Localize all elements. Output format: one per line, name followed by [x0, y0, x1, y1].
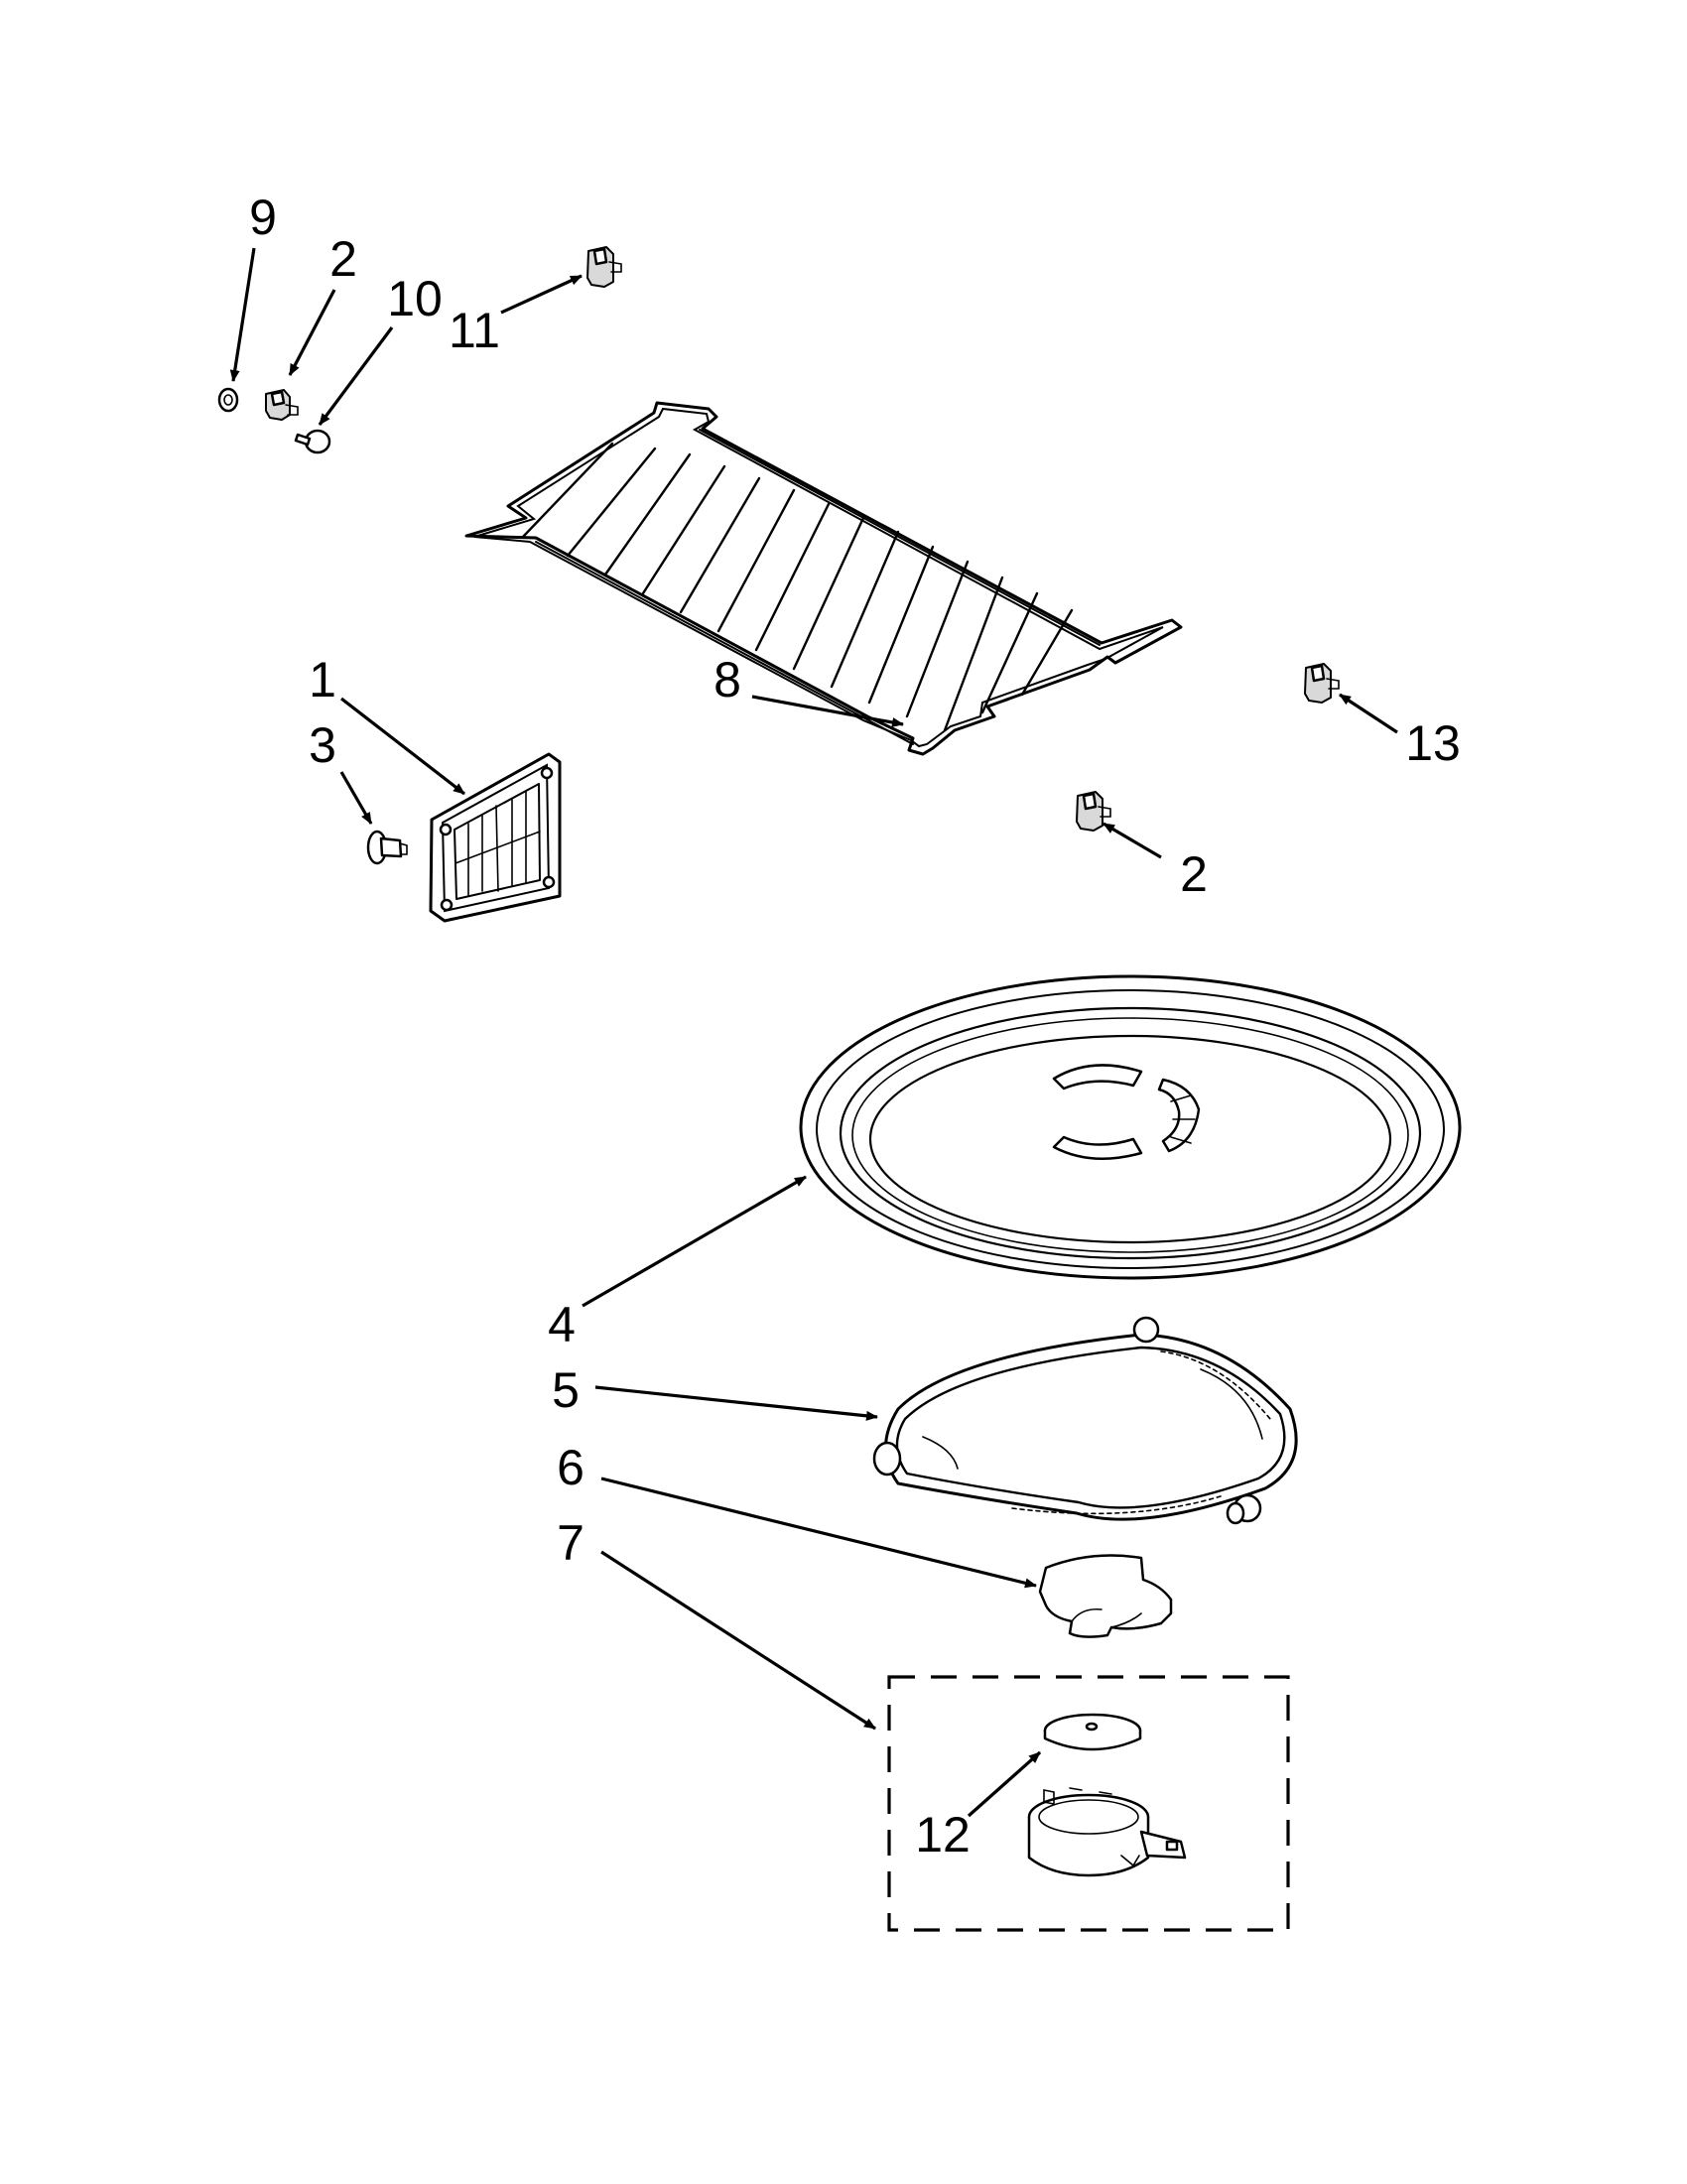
callout-2-upper: 2 — [329, 231, 357, 287]
callout-8: 8 — [714, 652, 741, 707]
callout-13: 13 — [1405, 715, 1461, 771]
filter-part-1 — [429, 752, 562, 923]
callout-11: 11 — [449, 303, 500, 358]
clip-part-2-upper — [265, 389, 299, 421]
callout-5: 5 — [552, 1362, 580, 1418]
callout-labels: 9 2 10 11 1 3 8 13 2 4 5 6 7 12 — [249, 190, 1461, 1863]
turntable-tray-part-4 — [799, 974, 1462, 1280]
turntable-motor — [1027, 1787, 1187, 1877]
rack-bars — [521, 442, 1074, 732]
washer-part-9 — [217, 387, 239, 413]
callout-6: 6 — [557, 1440, 584, 1495]
callout-1: 1 — [309, 652, 336, 707]
leader-lines — [229, 247, 1398, 1818]
coupling-disc-part-12 — [1043, 1713, 1142, 1751]
fastener-part-3 — [366, 830, 408, 865]
callout-3: 3 — [309, 717, 336, 773]
callout-9: 9 — [249, 190, 277, 245]
callout-10: 10 — [387, 271, 443, 326]
coupler-part-6 — [1038, 1554, 1173, 1638]
roller-ring-part-5 — [872, 1316, 1298, 1525]
clip-part-11 — [586, 246, 622, 288]
screw-part-10 — [294, 429, 331, 454]
clip-part-13 — [1304, 663, 1340, 704]
callout-12: 12 — [915, 1807, 971, 1863]
callout-7: 7 — [557, 1515, 584, 1571]
callout-2-lower: 2 — [1180, 846, 1208, 902]
wire-rack-part-8 — [464, 401, 1183, 756]
motor-assembly-part-7 — [887, 1675, 1290, 1932]
callout-4: 4 — [548, 1297, 576, 1352]
clip-part-2-lower — [1076, 791, 1111, 832]
